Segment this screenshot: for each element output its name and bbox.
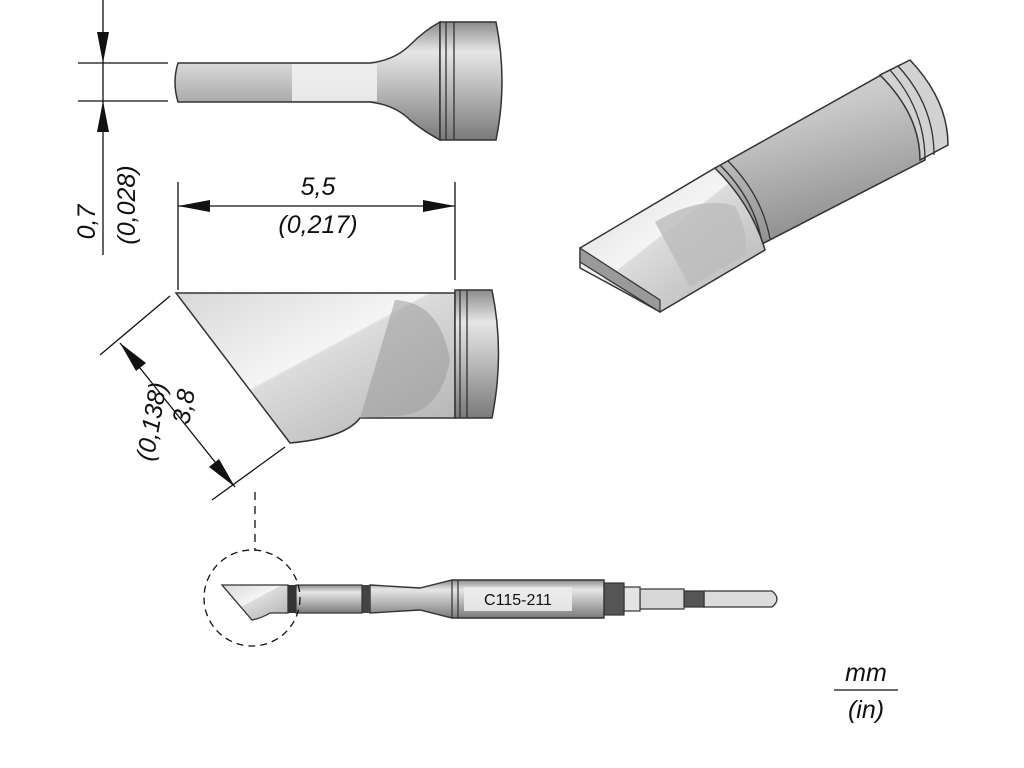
length-dimension: [177, 182, 456, 290]
overview-pin: [703, 590, 778, 608]
side-view-collar: [454, 289, 500, 419]
side-view-scoop: [360, 300, 450, 418]
iso-blade-edge: [579, 246, 661, 314]
units-primary: mm: [845, 659, 887, 687]
width-mm-label: 3,8: [167, 387, 201, 426]
thickness-dimension: [78, 0, 168, 255]
iso-scoop: [655, 202, 747, 287]
overview-blade: [220, 584, 289, 621]
isometric-view: [579, 59, 949, 314]
top-view-collar: [439, 21, 503, 141]
part-number-label: C115-211: [484, 592, 552, 609]
detail-circle: [203, 549, 301, 647]
length-mm-label: 5,5: [301, 173, 336, 201]
thickness-in-label: (0,028): [113, 165, 141, 244]
part-number-label-bg: [464, 587, 572, 611]
side-view: [174, 289, 500, 444]
width-dimension: [99, 295, 286, 501]
iso-rear-collar: [878, 59, 949, 162]
top-view: [174, 20, 503, 142]
top-view-bright-band: [292, 64, 377, 101]
units-legend: mm (in): [834, 659, 898, 724]
units-secondary: (in): [848, 696, 884, 724]
length-in-label: (0,217): [278, 211, 357, 239]
thickness-mm-label: 0,7: [73, 204, 101, 240]
overview-dark-band: [362, 585, 370, 613]
